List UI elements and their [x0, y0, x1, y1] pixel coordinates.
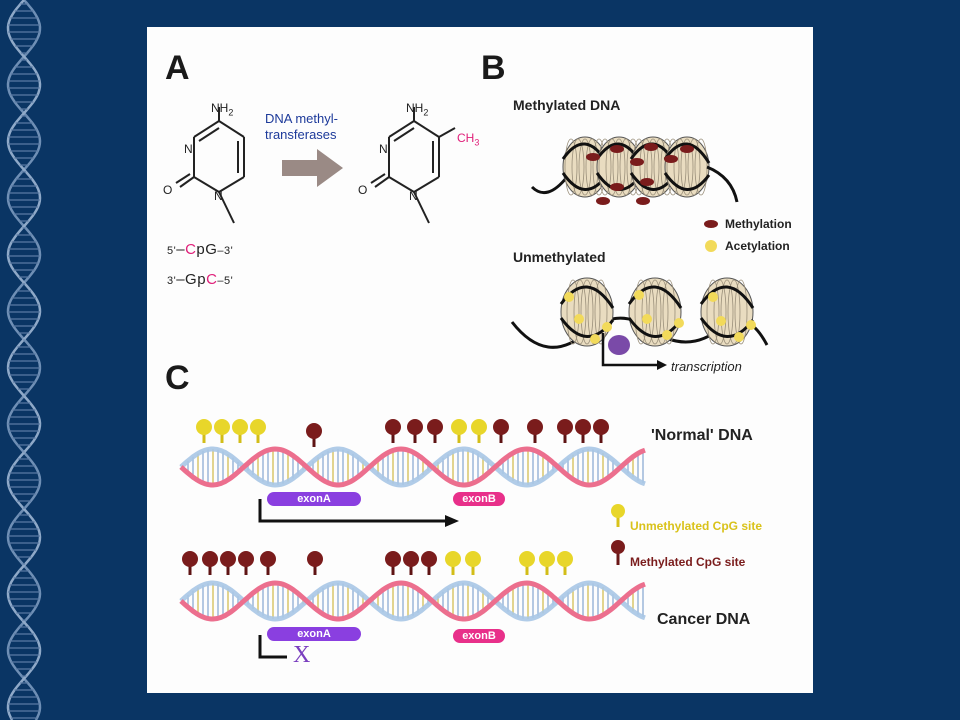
amine-label-right: NH2: [406, 101, 429, 118]
legend-methylation: Methylation: [725, 217, 792, 231]
methyl-group-label: CH3: [457, 131, 480, 148]
nucleosome-diagram: [510, 136, 769, 370]
normal-dna-label: 'Normal' DNA: [651, 427, 753, 444]
figure-panel: A: [147, 27, 813, 693]
transcription-label: transcription: [671, 359, 742, 374]
exon-a-normal: exonA: [267, 492, 361, 506]
legend-methylated-pin: [611, 540, 625, 565]
enzyme-label: DNA methyl- transferases: [265, 111, 338, 142]
panel-b-label: B: [481, 49, 506, 87]
methylated-dna-title: Methylated DNA: [513, 97, 621, 113]
exon-a-cancer: exonA: [267, 627, 361, 641]
cytosine-ring: [175, 107, 245, 224]
unmethylated-title: Unmethylated: [513, 249, 606, 265]
exon-b-normal: exonB: [453, 492, 505, 506]
normal-transcription-arrow: [258, 499, 445, 523]
legend-methylated-cpg: Methylated CpG site: [630, 555, 746, 569]
legend-unmethylated-pin: [611, 504, 625, 527]
cpg-dna-diagram: [179, 419, 646, 659]
panel-a-label: A: [165, 49, 190, 87]
cancer-promoter-bracket: [258, 635, 287, 659]
cytosine-structures: [175, 107, 456, 224]
oxygen-label-right: O: [358, 183, 368, 197]
legend-acetylation: Acetylation: [725, 239, 790, 253]
dna-helix-border: [6, 0, 42, 720]
ring-n1-label-right: N: [409, 189, 418, 203]
methylcytosine-ring: [370, 107, 456, 224]
ring-n1-label: N: [214, 189, 223, 203]
amine-label: NH2: [211, 101, 234, 118]
oxygen-label: O: [163, 183, 173, 197]
cpg-sequence-bottom: 3'–GpC–5': [167, 271, 234, 288]
transcription-blocked-mark: X: [293, 642, 311, 668]
conversion-arrow: [282, 149, 343, 187]
legend-unmethylated-cpg: Unmethylated CpG site: [630, 519, 763, 533]
cancer-dna-label: Cancer DNA: [657, 611, 751, 628]
panel-c-label: C: [165, 359, 190, 397]
ring-n3-label-right: N: [379, 142, 388, 156]
ring-n3-label: N: [184, 142, 193, 156]
exon-b-cancer: exonB: [453, 629, 505, 643]
cpg-sequence-top: 5'–CpG–3': [167, 241, 234, 258]
